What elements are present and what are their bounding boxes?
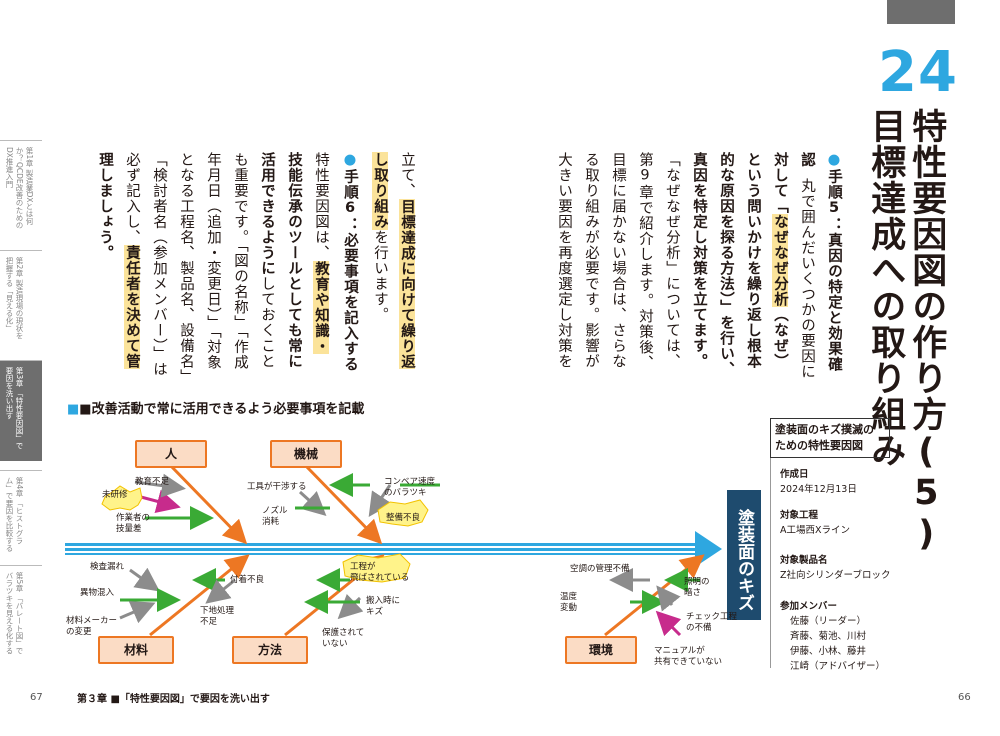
box-machine: 機械	[270, 440, 342, 468]
body-col: 立て、目標達成に向けて繰り返	[399, 152, 415, 369]
body-col: 真因を特定し対策を立てます。	[691, 152, 707, 369]
cause-label: 付着不良	[230, 575, 265, 585]
body-col: 対して「なぜなぜ分析（なぜ）	[772, 152, 788, 369]
cause-label: 未研修	[102, 490, 128, 500]
side-index-ch2[interactable]: 第2章 製造現場の現状を把握する「見える化」	[0, 250, 42, 351]
chapter-tab-marker	[887, 0, 955, 24]
cause-label: 搬入時に キズ	[366, 596, 401, 617]
cause-label: 照明の 暗さ	[684, 577, 710, 598]
info-created: 2024年12月13日	[780, 484, 857, 495]
section-number: 24	[878, 40, 958, 105]
cause-label: マニュアルが 共有できていない	[654, 646, 723, 667]
cause-label: 教育不足	[135, 477, 170, 487]
cause-label: チェック工程 の不備	[686, 612, 738, 633]
effect-label: 塗装面のキズ	[727, 490, 761, 620]
body-col: 「検討者名（参加メンバー）」は	[151, 152, 167, 378]
info-process: A工場西Xライン	[780, 525, 851, 536]
title-line-1: 特性要因図の作り方(5)	[906, 108, 947, 555]
box-environment: 環境	[565, 636, 637, 664]
info-member: 佐藤（リーダー）	[790, 616, 867, 627]
info-divider	[770, 458, 771, 668]
body-col: 認	[799, 152, 815, 168]
cause-label: 温度 変動	[560, 592, 578, 613]
cause-label: 材料メーカー の変更	[66, 616, 118, 637]
body-col: 必ず記入し、責任者を決めて管	[124, 152, 140, 369]
body-col: 活用できるようにしておくこと	[259, 152, 275, 369]
spine-arrow	[65, 543, 695, 555]
page-number-left: 67	[30, 692, 43, 703]
box-man: 人	[135, 440, 207, 468]
info-product-label: 対象製品名	[780, 555, 828, 566]
cause-label: 空調の管理不備	[570, 564, 630, 574]
running-footer: 第３章 ■「特性要因図」で要因を洗い出す	[77, 694, 270, 705]
cause-label: 検査漏れ	[90, 562, 125, 572]
body-col: 第9章で紹介します。対策後、	[637, 152, 653, 371]
body-col: る取り組みが必要です。影響が	[583, 152, 599, 369]
cause-label: 下地処理 不足	[200, 606, 235, 627]
body-col: し取り組みを行います。	[372, 152, 388, 323]
step6-heading: ●手順6：必要事項を記入する	[342, 152, 358, 372]
info-members-label: 参加メンバー	[780, 601, 838, 612]
side-index-ch4[interactable]: 第4章 「ヒストグラム」で要因を比較する	[0, 470, 42, 561]
info-member: 伊藤、小林、藤井	[790, 646, 867, 657]
page-number-right: 66	[958, 692, 971, 703]
info-member: 斉藤、菊池、川村	[790, 631, 867, 642]
info-process-label: 対象工程	[780, 510, 819, 521]
body-col: 特性要因図は、教育や知識・	[313, 152, 329, 354]
info-title: 塗装面のキズ撲滅の ための特性要因図	[770, 418, 890, 458]
cause-label: 整備不良	[386, 513, 421, 523]
body-col: 的な原因を探る方法）」を行い、	[718, 152, 734, 378]
info-created-label: 作成日	[780, 469, 809, 480]
side-index-ch1[interactable]: 第1章 製造業DXとは何か？QCDE改善のためのDX推進入門	[0, 140, 42, 241]
step5-heading: ●手順5：真因の特定と効果確	[826, 152, 842, 372]
box-method: 方法	[232, 636, 308, 664]
body-col: という問いかけを繰り返し根本	[745, 152, 761, 369]
body-col: 大きい要因を再度選定し対策を	[556, 152, 572, 369]
cause-label: 作業者の 技量差	[116, 513, 151, 534]
body-col: 年月日（追加・変更日）」「対象	[205, 152, 221, 370]
cause-label: 工程が 飛ばされている	[350, 562, 410, 583]
body-col: となる工程名、製品名、設備名」	[178, 152, 194, 385]
body-col: 目標に届かない場合は、さらな	[610, 152, 626, 369]
body-col: も重要です。「図の名称」「作成	[232, 152, 248, 370]
cause-label: コンベア速度 のバラツキ	[384, 477, 436, 498]
cause-label: ノズル 消耗	[262, 506, 288, 527]
title-line-2: 目標達成への取り組み	[865, 108, 906, 468]
cause-label: 保護されて いない	[322, 628, 365, 649]
diagram-title: ■■改善活動で常に活用できるよう必要事項を記載	[67, 402, 365, 417]
body-col: 技能伝承のツールとしても常に	[286, 152, 302, 369]
body-col: 「なぜなぜ分析」については、	[664, 152, 680, 369]
cause-label: 異物混入	[80, 588, 115, 598]
body-col: 理しましょう。	[97, 152, 113, 261]
side-index-ch3[interactable]: 第3章 「特性要因図」で要因を洗い出す	[0, 360, 42, 461]
fishbone-diagram	[65, 463, 722, 637]
side-index-ch5[interactable]: 第5章 「パレート図」でバラツキを見える化する	[0, 565, 42, 666]
cause-label: 工具が干渉する	[247, 482, 307, 492]
info-product: Z社向シリンダーブロック	[780, 570, 891, 581]
info-member: 江崎（アドバイザー）	[790, 661, 886, 672]
body-col: 丸で囲んだいくつかの要因に	[799, 178, 815, 380]
box-material: 材料	[98, 636, 174, 664]
